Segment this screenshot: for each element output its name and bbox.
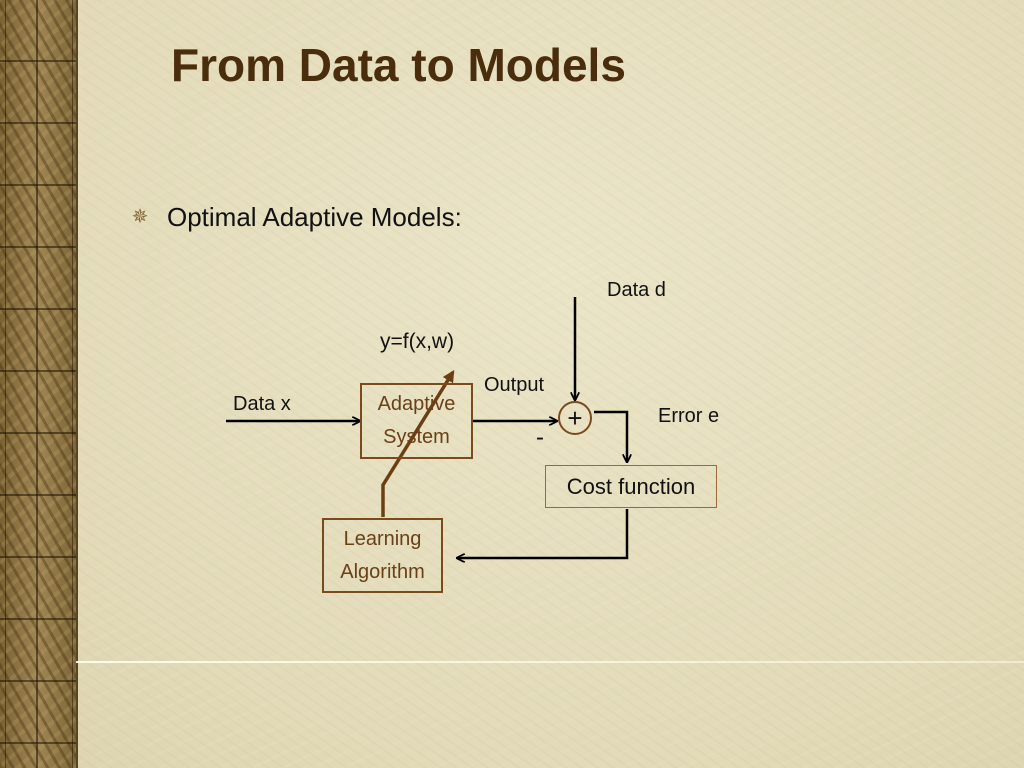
footer-divider xyxy=(76,661,1024,663)
adaptive-system-box: Adaptive System xyxy=(360,383,473,459)
equation-label: y=f(x,w) xyxy=(380,330,455,353)
decorative-side-strip xyxy=(0,0,78,768)
bullet-text: Optimal Adaptive Models: xyxy=(167,202,462,232)
slide-title: From Data to Models xyxy=(171,39,626,91)
cost-function-box: Cost function xyxy=(545,465,717,508)
plus-symbol: + xyxy=(567,403,583,433)
data-d-label: Data d xyxy=(607,279,666,301)
output-label: Output xyxy=(484,374,545,396)
learning-algorithm-line2: Algorithm xyxy=(340,560,425,583)
data-x-label: Data x xyxy=(233,393,291,415)
arrow-sum-to-cost xyxy=(594,410,627,461)
minus-symbol: - xyxy=(536,424,544,451)
learning-algorithm-line1: Learning xyxy=(343,527,422,550)
error-e-label: Error e xyxy=(658,405,720,427)
star-bullet-icon: ✵ xyxy=(131,206,149,228)
arrow-cost-to-learning xyxy=(458,509,629,558)
summing-junction: + xyxy=(558,401,592,435)
cost-function-label: Cost function xyxy=(566,473,696,499)
adaptive-system-line1: Adaptive xyxy=(377,393,456,415)
learning-algorithm-box: Learning Algorithm xyxy=(322,518,443,593)
adaptive-system-line2: System xyxy=(383,426,450,448)
